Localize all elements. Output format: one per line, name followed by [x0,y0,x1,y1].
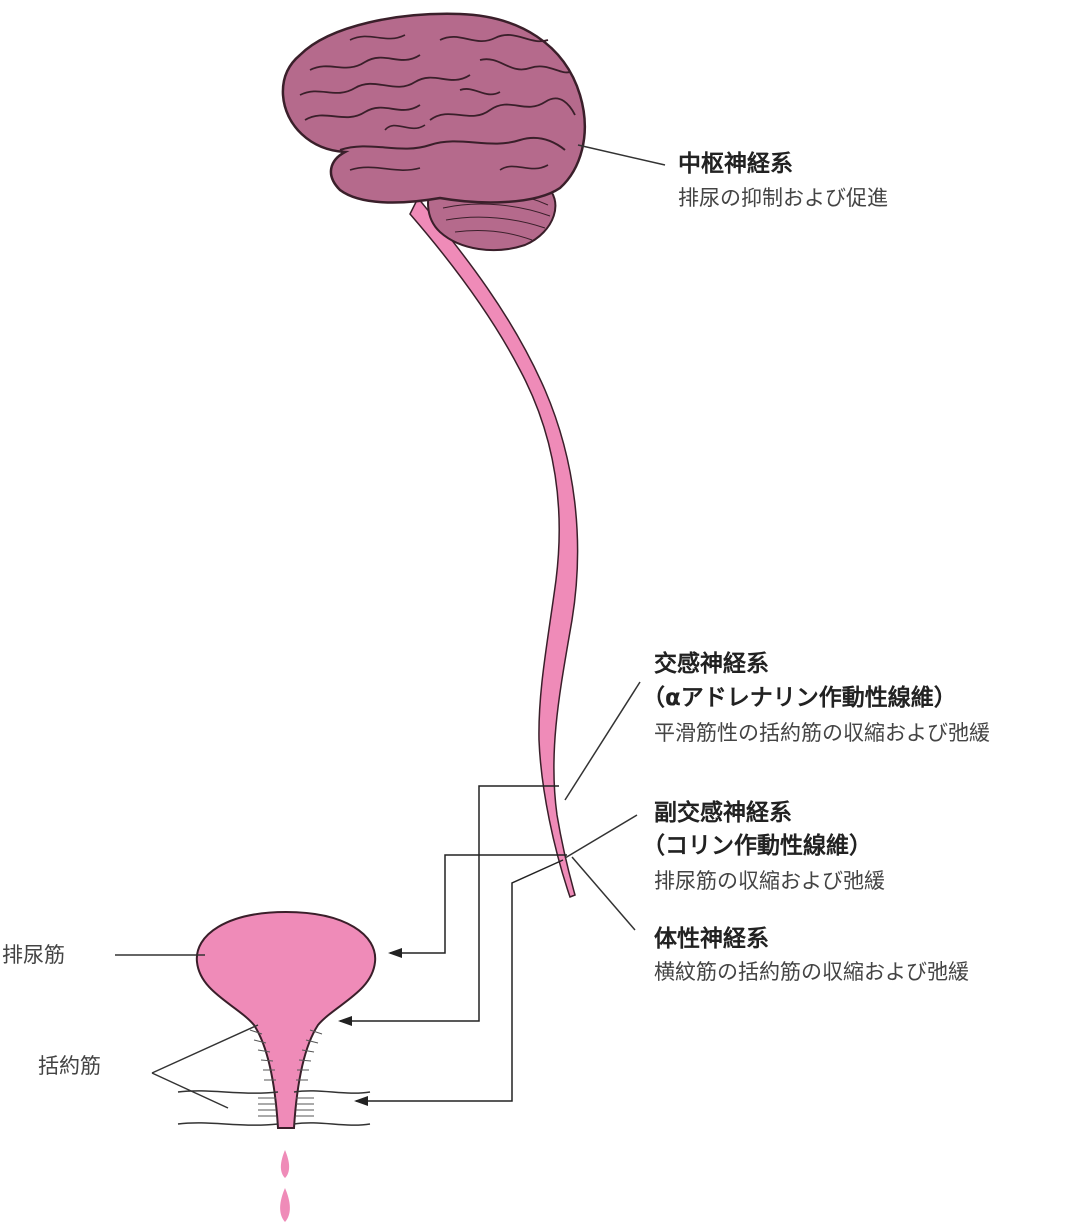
sympathetic-leader [564,681,641,801]
leader-lines [115,144,666,1109]
parasympathetic-arrow [388,854,567,958]
parasympathetic-description: 排尿筋の収縮および弛緩 [654,869,885,893]
sympathetic-title: 交感神経系 [654,651,769,677]
pelvic-floor [177,1090,371,1126]
parasympathetic-subtitle: （コリン作動性線維） [642,833,872,859]
somatic-title: 体性神経系 [654,926,769,952]
sphincter-hatching [249,1029,323,1081]
sympathetic-description: 平滑筋性の括約筋の収縮および弛緩 [654,721,990,745]
sphincter-leader [151,1024,259,1074]
parasympathetic-title: 副交感神経系 [654,800,792,826]
urine-drop [280,1150,290,1178]
striated-hatching [258,1097,314,1117]
detrusor-label: 排尿筋 [2,943,65,967]
spinal-cord [409,196,579,898]
sympathetic-arrow [338,785,559,1026]
cns-title: 中枢神経系 [678,151,793,177]
urine-drop [280,1188,290,1222]
nerve-arrows [338,785,567,1106]
cns-description: 排尿の抑制および促進 [678,186,888,210]
parasympathetic-leader [564,814,638,859]
somatic-leader [571,856,636,931]
brain [281,12,587,204]
somatic-description: 横紋筋の括約筋の収縮および弛緩 [654,960,969,984]
sphincter-leader [151,1072,229,1109]
cns-leader [577,144,666,166]
somatic-arrow [354,859,564,1106]
sphincter-label: 括約筋 [38,1054,101,1078]
bladder [195,910,377,1129]
sympathetic-subtitle: （αアドレナリン作動性線維） [642,685,957,711]
